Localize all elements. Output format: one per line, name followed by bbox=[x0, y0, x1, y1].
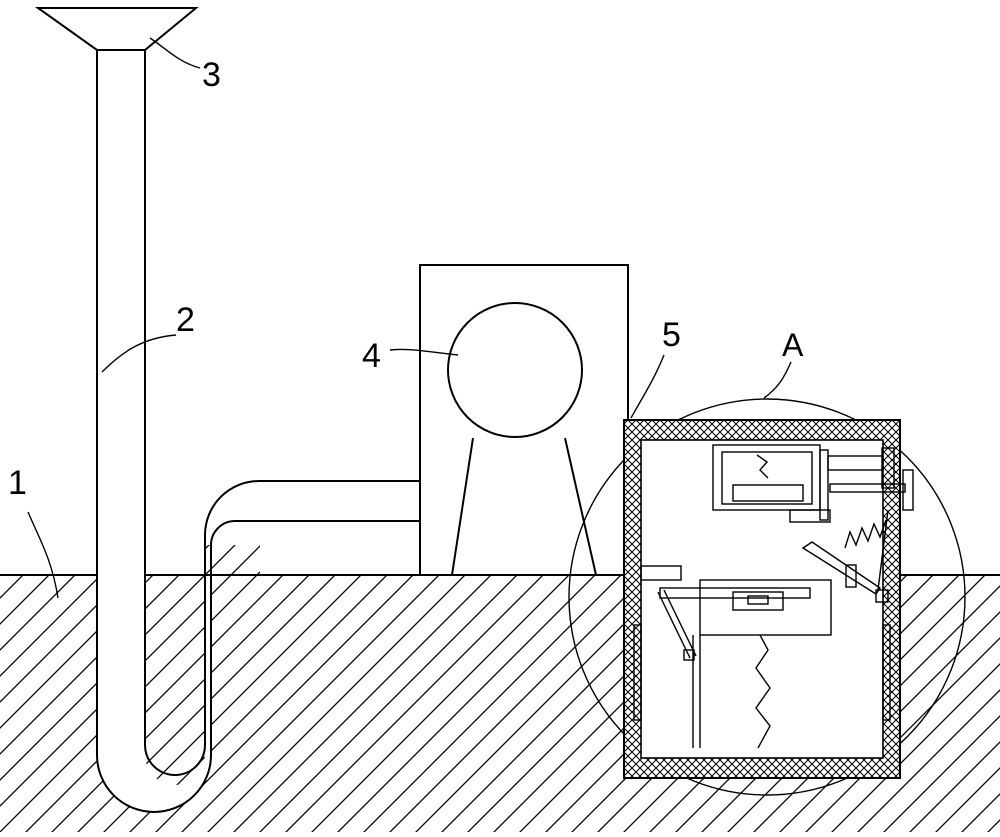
leader-2 bbox=[101, 334, 177, 373]
spring-arm-assembly bbox=[801, 509, 889, 603]
leader-3 bbox=[149, 37, 201, 69]
funnel bbox=[34, 7, 199, 51]
leader-4 bbox=[389, 348, 459, 356]
label-box: 5 bbox=[662, 316, 681, 354]
pipe bbox=[96, 50, 420, 813]
label-ground: 1 bbox=[8, 464, 27, 502]
label-pipe: 2 bbox=[176, 301, 195, 339]
fan-support-right bbox=[564, 437, 597, 576]
label-detail: A bbox=[782, 327, 804, 363]
platform-assembly bbox=[640, 565, 832, 749]
box bbox=[623, 419, 914, 779]
fan-housing bbox=[419, 264, 629, 576]
labels: 3 2 1 4 5 A bbox=[8, 56, 804, 502]
label-funnel: 3 bbox=[202, 56, 221, 94]
label-fan: 4 bbox=[362, 337, 381, 375]
leader-lines bbox=[27, 37, 792, 599]
fan-support-left bbox=[451, 437, 474, 576]
top-clamp-assembly bbox=[712, 444, 914, 523]
fan-wheel bbox=[447, 302, 583, 438]
leader-1 bbox=[27, 511, 59, 599]
left-rail bbox=[633, 624, 642, 721]
leader-a bbox=[763, 361, 792, 399]
leader-5 bbox=[630, 354, 665, 419]
right-rail bbox=[882, 624, 891, 721]
detail-circle-a bbox=[568, 398, 966, 796]
